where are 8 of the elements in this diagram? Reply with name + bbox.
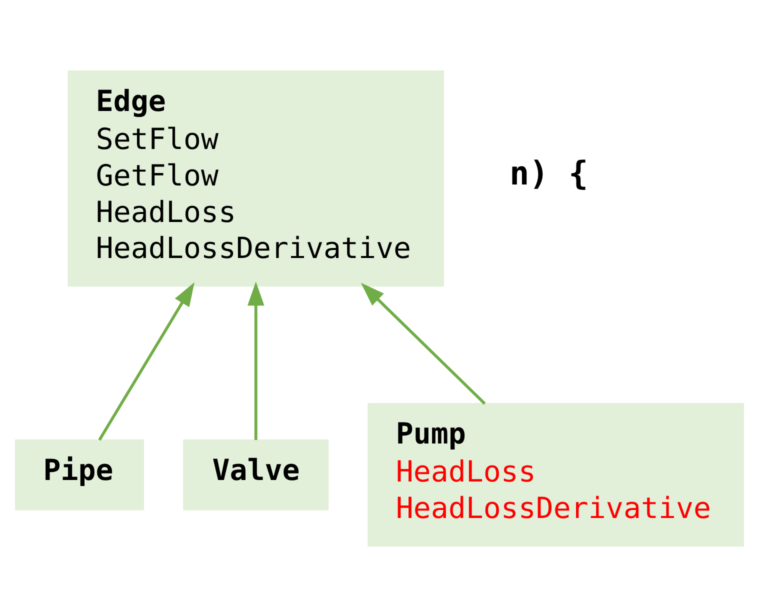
node-box: Edge SetFlow GetFlow HeadLoss HeadLossDerivative xyxy=(68,70,444,286)
label: n) { xyxy=(509,154,588,192)
node-box: Pump HeadLoss HeadLossDerivative xyxy=(368,402,744,546)
arrow xyxy=(98,282,194,440)
arrow xyxy=(247,281,264,440)
arrow xyxy=(360,282,486,404)
node-box: Valve xyxy=(183,438,329,510)
node-box: Pipe xyxy=(15,438,144,510)
